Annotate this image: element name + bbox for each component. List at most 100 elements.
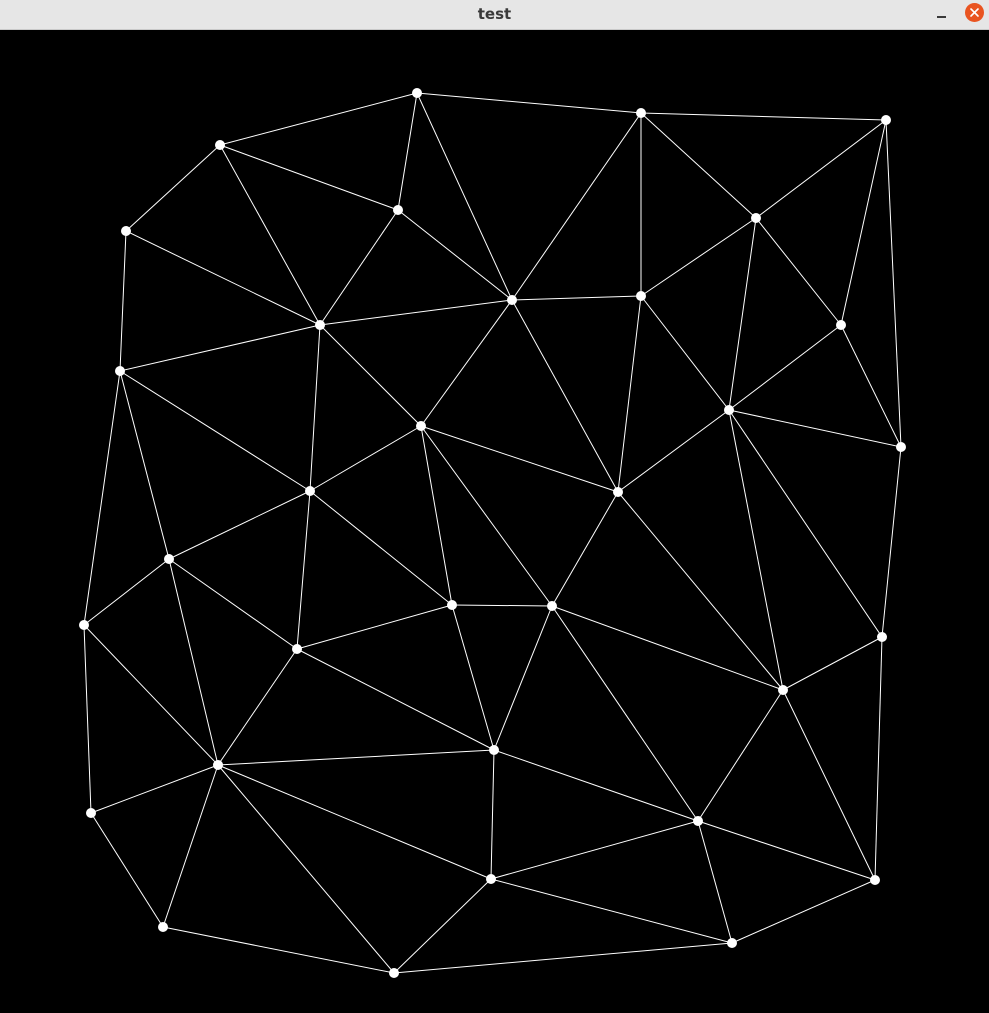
vertex-point[interactable] [870, 875, 880, 885]
edge [168, 558, 298, 650]
edge [490, 749, 495, 880]
edge [617, 491, 784, 691]
edge [119, 324, 321, 372]
vertex-point[interactable] [636, 291, 646, 301]
vertex-point[interactable] [215, 140, 225, 150]
edge [728, 409, 883, 638]
edge [511, 295, 642, 301]
edge [640, 295, 730, 411]
edge [296, 604, 453, 650]
vertex-point[interactable] [881, 115, 891, 125]
drawing-canvas[interactable] [0, 31, 989, 1013]
vertex-point[interactable] [724, 405, 734, 415]
edge [782, 689, 876, 881]
triangulation-graph [79, 88, 906, 978]
edge-layer [83, 92, 902, 974]
edge [874, 636, 883, 881]
edge [640, 112, 887, 121]
edge [397, 92, 418, 211]
vertex-point[interactable] [164, 554, 174, 564]
edge [393, 878, 492, 974]
edge [840, 119, 887, 326]
vertex-point[interactable] [121, 226, 131, 236]
edge [490, 820, 699, 880]
edge [125, 144, 221, 232]
edge [697, 820, 733, 944]
vertex-point[interactable] [447, 600, 457, 610]
edge [119, 370, 311, 492]
edge [755, 119, 887, 219]
edge [162, 764, 219, 928]
vertex-point[interactable] [727, 938, 737, 948]
vertex-point[interactable] [393, 205, 403, 215]
edge [493, 605, 553, 751]
vertex-point[interactable] [636, 108, 646, 118]
vertex-point[interactable] [292, 644, 302, 654]
vertex-point[interactable] [305, 486, 315, 496]
vertex-point[interactable] [389, 968, 399, 978]
edge [219, 144, 321, 326]
edge [319, 299, 513, 326]
edge [219, 144, 399, 211]
edge [217, 749, 495, 766]
edge [493, 749, 699, 822]
edge [511, 299, 619, 493]
edge [728, 409, 784, 691]
edge [640, 217, 757, 297]
edge [296, 490, 311, 650]
vertex-point[interactable] [896, 442, 906, 452]
title-bar: test [0, 0, 989, 30]
edge [168, 490, 311, 560]
vertex-point[interactable] [507, 295, 517, 305]
edge [697, 689, 784, 822]
vertex-point[interactable] [489, 745, 499, 755]
vertex-point[interactable] [158, 922, 168, 932]
edge [416, 92, 642, 114]
edge [420, 299, 513, 427]
edge [617, 409, 730, 493]
vertex-point[interactable] [836, 320, 846, 330]
edge [551, 491, 619, 607]
edge [217, 764, 395, 974]
edge [309, 490, 453, 606]
edge [782, 636, 883, 691]
edge [697, 820, 876, 881]
edge [309, 425, 422, 492]
vertex-point[interactable] [751, 213, 761, 223]
vertex-layer [79, 88, 906, 978]
vertex-point[interactable] [416, 421, 426, 431]
vertex-point[interactable] [115, 366, 125, 376]
vertex-point[interactable] [213, 760, 223, 770]
edge [90, 764, 219, 814]
vertex-point[interactable] [693, 816, 703, 826]
vertex-point[interactable] [547, 601, 557, 611]
edge [83, 624, 219, 766]
vertex-point[interactable] [877, 632, 887, 642]
vertex-point[interactable] [86, 808, 96, 818]
edge [416, 92, 513, 301]
window-title: test [477, 5, 512, 23]
vertex-point[interactable] [778, 685, 788, 695]
edge [881, 446, 902, 638]
edge [451, 604, 495, 751]
edge [309, 324, 321, 492]
vertex-point[interactable] [412, 88, 422, 98]
edge [217, 764, 492, 880]
minimize-icon [937, 16, 946, 18]
edge [119, 370, 170, 560]
edge [119, 230, 127, 372]
vertex-point[interactable] [613, 487, 623, 497]
edge [219, 92, 418, 146]
vertex-point[interactable] [315, 320, 325, 330]
edge [168, 558, 219, 766]
edge [217, 648, 298, 766]
close-button[interactable] [965, 3, 984, 22]
edge [319, 324, 422, 427]
edge [451, 604, 553, 607]
edge [296, 648, 495, 751]
edge [728, 409, 902, 448]
vertex-point[interactable] [486, 874, 496, 884]
vertex-point[interactable] [79, 620, 89, 630]
minimize-button[interactable] [930, 4, 952, 26]
edge [319, 209, 399, 326]
